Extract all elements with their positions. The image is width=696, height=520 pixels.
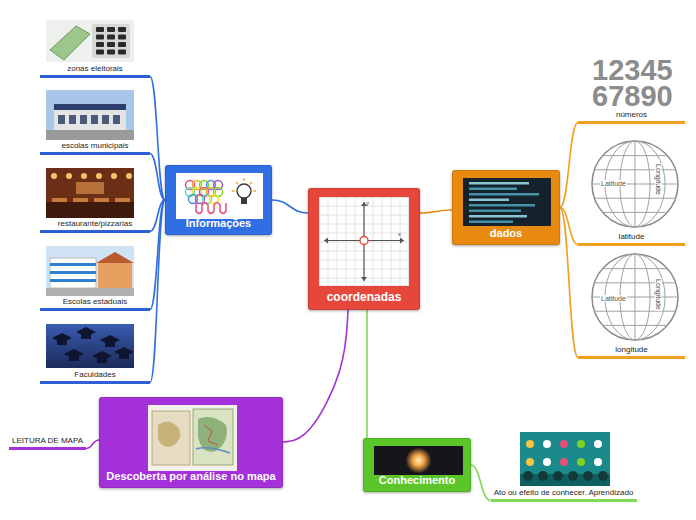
image-text: Latitude xyxy=(600,295,627,302)
topic-image xyxy=(319,197,409,286)
topic-label: Conhecimento xyxy=(379,474,455,487)
image-text: Longitude xyxy=(655,163,662,196)
topic-image xyxy=(46,168,134,218)
topic-label: dados xyxy=(490,227,522,240)
subtopic-label: LEITURA DE MAPA xyxy=(12,436,83,445)
branch-line xyxy=(560,123,578,208)
topic-label: Descoberta por análise no mapa xyxy=(106,470,275,483)
topic-image xyxy=(46,20,134,62)
topic-label: coordenadas xyxy=(327,291,402,305)
branch-line xyxy=(283,310,348,442)
branch-line xyxy=(471,465,491,501)
topic-box: dados xyxy=(452,170,560,245)
topic-image xyxy=(46,324,134,368)
image-text: Latitude xyxy=(600,180,627,187)
topic-image xyxy=(520,432,610,486)
topic-image xyxy=(374,446,463,475)
topic-image xyxy=(463,178,551,226)
branch-line xyxy=(150,200,165,383)
subtopic-label: Escolas estaduais xyxy=(63,297,127,306)
subtopic-item: LEITURA DE MAPA xyxy=(9,432,86,450)
topic-image xyxy=(46,90,134,140)
subtopic-label: longitude xyxy=(615,345,647,354)
subtopic-label: latitude xyxy=(619,232,645,241)
branch-line xyxy=(366,310,368,438)
subtopic-item: Faculdades xyxy=(40,322,150,384)
topic-box: Descoberta por análise no mapa xyxy=(99,397,283,488)
topic-box: Informações xyxy=(165,165,272,235)
topic-image xyxy=(148,405,237,471)
topic-box: coordenadas xyxy=(308,188,420,310)
image-text: y xyxy=(366,200,369,206)
subtopic-label: Ato ou efeito de conhecer. Aprendizado xyxy=(494,488,634,497)
topic-image xyxy=(46,246,134,296)
subtopic-label: Faculdades xyxy=(74,370,115,379)
subtopic-item: latitude xyxy=(578,140,685,246)
image-text: 12345 xyxy=(592,56,673,85)
branch-line xyxy=(560,208,578,358)
branch-line xyxy=(420,210,452,213)
branch-line xyxy=(272,200,308,213)
topic-label: Informações xyxy=(186,217,251,230)
branch-line xyxy=(150,154,165,201)
subtopic-label: escolas municipais xyxy=(61,141,128,150)
branch-line xyxy=(150,77,165,201)
image-text: 67890 xyxy=(592,82,673,111)
topic-box: Conhecimento xyxy=(363,438,471,492)
subtopic-item: escolas municipais xyxy=(40,88,150,155)
branch-line xyxy=(86,440,99,449)
subtopic-label: zonas eleitorais xyxy=(67,64,123,73)
subtopic-item: zonas eleitorais xyxy=(40,18,150,78)
subtopic-item: Ato ou efeito de conhecer. Aprendizado xyxy=(491,430,637,502)
image-text: x xyxy=(398,231,401,237)
image-text: Longitude xyxy=(655,278,662,311)
subtopic-label: restaurante/pizzarias xyxy=(58,219,132,228)
subtopic-item: Escolas estaduais xyxy=(40,244,150,311)
subtopic-item: restaurante/pizzarias xyxy=(40,166,150,233)
topic-image xyxy=(176,173,263,219)
subtopic-label: números xyxy=(616,110,647,119)
subtopic-item: longitude xyxy=(578,253,685,359)
